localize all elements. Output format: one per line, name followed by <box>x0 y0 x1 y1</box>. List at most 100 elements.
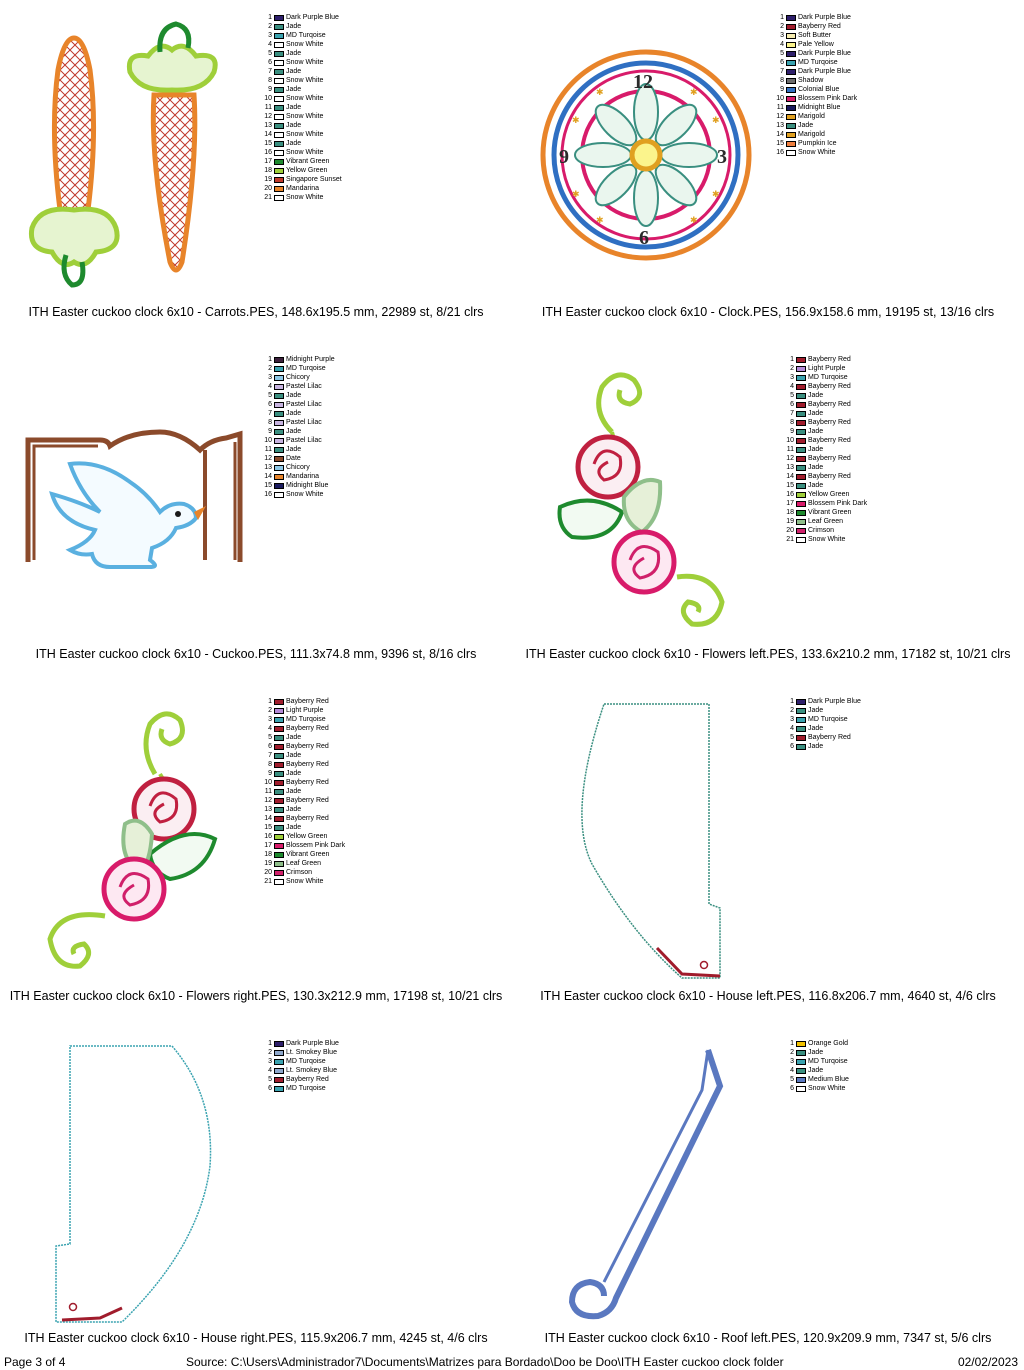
legend-row: 1 Bayberry Red <box>260 697 345 706</box>
legend-color-name: Jade <box>808 482 824 489</box>
legend-swatch <box>796 464 806 471</box>
legend-index: 2 <box>268 707 272 714</box>
legend-index: 18 <box>786 509 794 516</box>
legend-index: 6 <box>268 401 272 408</box>
legend-index: 6 <box>790 743 794 750</box>
legend-color-name: Jade <box>286 410 302 417</box>
legend-color-name: Bayberry Red <box>286 779 329 786</box>
legend-color-name: Snow White <box>808 1085 846 1092</box>
legend-index: 12 <box>264 113 272 120</box>
legend-color-name: MD Turqoise <box>808 716 848 723</box>
legend-index: 1 <box>268 698 272 705</box>
legend-swatch <box>274 1076 284 1083</box>
legend-swatch <box>796 743 806 750</box>
legend-index: 8 <box>268 419 272 426</box>
legend-swatch <box>274 491 284 498</box>
legend-index: 6 <box>780 59 784 66</box>
legend-index: 17 <box>264 158 272 165</box>
legend-swatch <box>274 131 284 138</box>
legend-color-name: Bayberry Red <box>286 698 329 705</box>
legend-swatch <box>796 491 806 498</box>
legend-index: 4 <box>790 725 794 732</box>
legend-index: 16 <box>776 149 784 156</box>
legend-index: 10 <box>786 437 794 444</box>
legend-swatch <box>796 1040 806 1047</box>
legend-color-name: Jade <box>286 23 302 30</box>
legend-swatch <box>786 122 796 129</box>
legend-swatch <box>274 86 284 93</box>
legend-swatch <box>274 59 284 66</box>
legend-color-name: Snow White <box>286 194 324 201</box>
legend-index: 19 <box>786 518 794 525</box>
legend-swatch <box>274 1067 284 1074</box>
legend-swatch <box>274 1040 284 1047</box>
legend-color-name: MD Turqoise <box>286 32 326 39</box>
legend-index: 4 <box>268 41 272 48</box>
legend-swatch <box>274 464 284 471</box>
legend-color-name: Pale Yellow <box>798 41 834 48</box>
legend-swatch <box>274 23 284 30</box>
legend-color-name: Pumpkin Ice <box>798 140 837 147</box>
legend-index: 6 <box>790 401 794 408</box>
legend-index: 7 <box>268 752 272 759</box>
legend-color-name: Light Purple <box>286 707 324 714</box>
legend-swatch <box>796 509 806 516</box>
legend-color-name: Lt. Smokey Blue <box>286 1067 337 1074</box>
legend-color-name: Jade <box>286 68 302 75</box>
svg-text:✱: ✱ <box>712 115 720 125</box>
legend-swatch <box>796 455 806 462</box>
legend-color-name: Pastel Lilac <box>286 383 322 390</box>
legend-swatch <box>274 95 284 102</box>
legend-swatch <box>274 725 284 732</box>
legend-index: 5 <box>268 734 272 741</box>
legend-swatch <box>796 1058 806 1065</box>
legend-swatch <box>274 824 284 831</box>
legend-index: 20 <box>264 869 272 876</box>
legend-index: 13 <box>264 122 272 129</box>
legend-index: 8 <box>790 419 794 426</box>
carrot-left-leaves <box>28 206 120 267</box>
design-caption: ITH Easter cuckoo clock 6x10 - Roof left… <box>544 1331 992 1345</box>
legend-index: 1 <box>780 14 784 21</box>
legend-color-name: Chicory <box>286 464 310 471</box>
legend-color-name: Snow White <box>286 113 324 120</box>
legend-index: 7 <box>268 410 272 417</box>
legend-swatch <box>786 59 796 66</box>
legend-color-name: Light Purple <box>808 365 846 372</box>
legend-swatch <box>796 374 806 381</box>
legend-swatch <box>786 23 796 30</box>
legend-index: 3 <box>268 32 272 39</box>
legend-swatch <box>796 437 806 444</box>
legend-color-name: MD Turqoise <box>808 374 848 381</box>
legend-index: 7 <box>268 68 272 75</box>
legend-swatch <box>274 482 284 489</box>
legend-index: 17 <box>264 842 272 849</box>
legend-color-name: Jade <box>286 788 302 795</box>
legend-color-name: Mandarina <box>286 473 320 480</box>
legend-index: 6 <box>268 59 272 66</box>
legend-color-name: Dark Purple Blue <box>286 14 339 21</box>
legend-color-name: Leaf Green <box>286 860 322 867</box>
legend-color-name: Bayberry Red <box>286 797 329 804</box>
legend-swatch <box>274 113 284 120</box>
